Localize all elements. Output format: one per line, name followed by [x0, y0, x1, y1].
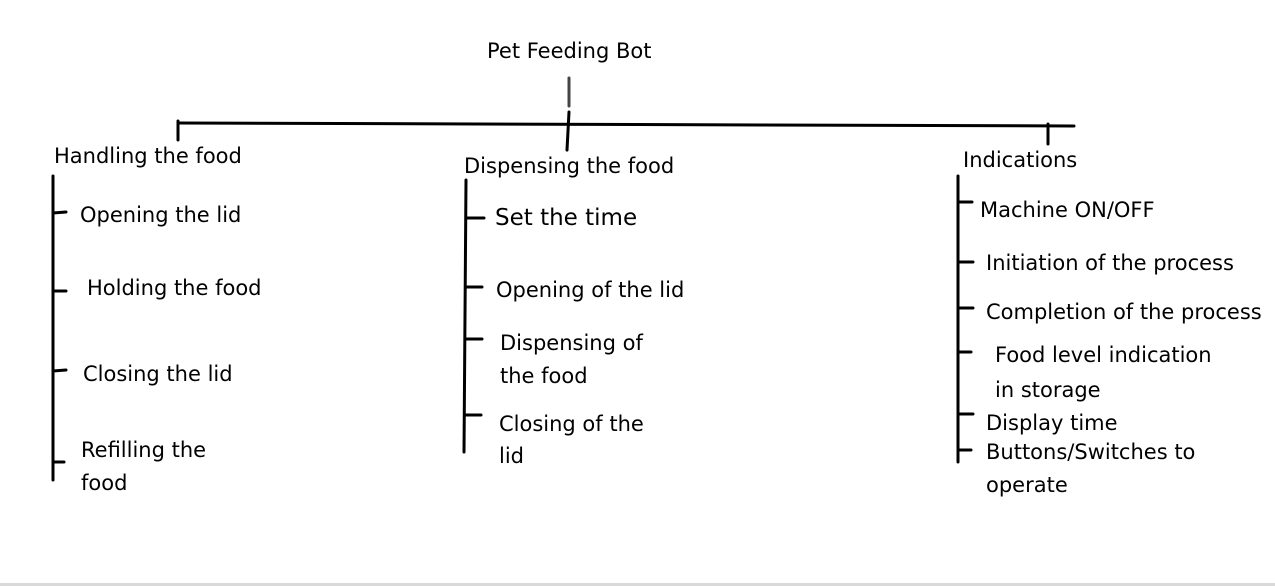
list-item: food: [81, 471, 128, 495]
branch-header-dispensing: Dispensing the food: [464, 154, 675, 178]
list-item: Completion of the process: [986, 300, 1262, 324]
list-item: Set the time: [495, 205, 638, 231]
list-item: Closing of the: [499, 412, 644, 436]
list-item: in storage: [995, 378, 1101, 402]
list-item: Dispensing of: [500, 331, 643, 355]
list-item: Display time: [986, 411, 1118, 435]
branch-2-spine: [462, 178, 468, 454]
branch-1-tick: [51, 210, 68, 215]
list-item: lid: [499, 444, 524, 468]
list-item: Opening of the lid: [496, 278, 685, 302]
list-item: Initiation of the process: [986, 251, 1234, 275]
main-branch-bar: [176, 121, 1076, 128]
list-item: Buttons/Switches to: [986, 440, 1196, 464]
branch-header-handling: Handling the food: [54, 144, 242, 168]
list-item: Closing the lid: [83, 362, 233, 386]
list-item: Opening the lid: [80, 203, 242, 227]
list-item: operate: [986, 473, 1068, 497]
list-item: Holding the food: [87, 276, 262, 300]
list-item: Refilling the: [81, 438, 207, 462]
branch-1-tick: [51, 368, 68, 373]
branch-2-drop: [565, 110, 571, 152]
list-item: Food level indication: [995, 343, 1212, 367]
list-item: Machine ON/OFF: [980, 198, 1155, 222]
branch-header-indications: Indications: [963, 148, 1078, 172]
bottom-divider: [0, 583, 1275, 586]
diagram-title: Pet Feeding Bot: [487, 39, 652, 63]
list-item: the food: [500, 364, 588, 388]
